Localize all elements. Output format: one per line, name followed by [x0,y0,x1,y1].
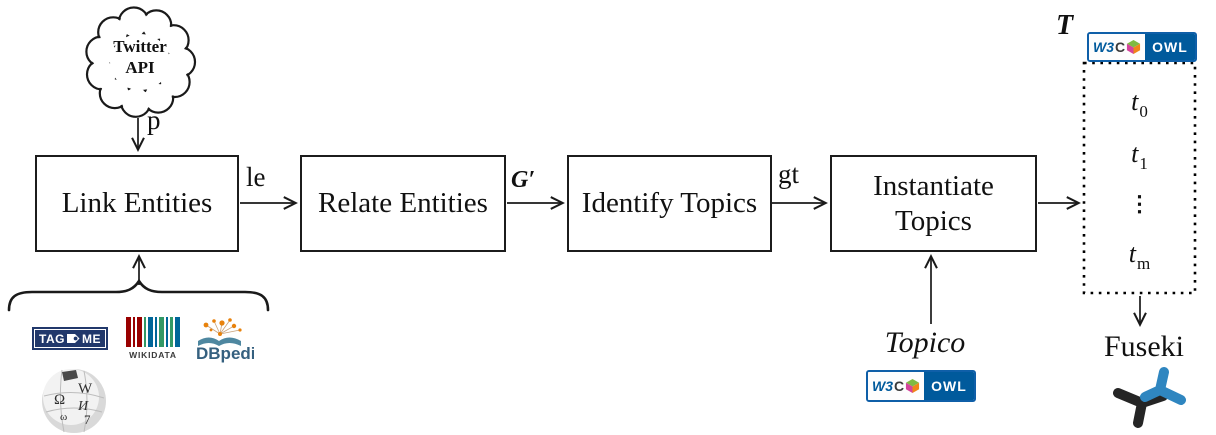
tagme-logo: TAG ME [32,327,108,350]
tag-icon [66,334,80,343]
topico-ontology-label: Topico [884,326,966,359]
owl-cube-icon [1127,39,1141,55]
box-link-entities-label: Link Entities [61,187,213,220]
topic-set-list: t0 t1 ⋮ tm [1084,63,1195,293]
topic-item-ellipsis: ⋮ [1128,191,1151,216]
owl-logo-label: OWL [1145,34,1195,60]
fuseki-logo-icon [1113,367,1186,428]
topic-item-t1: t1 [1131,139,1148,173]
svg-text:Ω: Ω [54,392,65,408]
owl-logo-label: OWL [924,372,974,400]
edge-label-gt: gt [778,159,800,189]
twitter-api-label-line1: Twitter [113,37,167,56]
w3c-logo-w3: W3 [872,378,893,394]
owl-cube-icon [906,378,920,394]
box-identify-topics: Identify Topics [567,155,772,252]
edge-label-p: p [147,105,161,135]
dbpedia-dots-icon [203,318,242,336]
box-instantiate-topics: Instantiate Topics [830,155,1037,252]
dbpedia-label: DBpedia [196,344,254,363]
box-relate-entities-label: Relate Entities [318,187,488,220]
ontology-t-symbol: T [1056,10,1074,41]
wikidata-logo: WIKIDATA [125,317,181,360]
twitter-api-label-line2: API [125,58,155,78]
fuseki-label: Fuseki [1103,330,1184,363]
dbpedia-logo: DBpedia [196,318,254,363]
wikidata-barcode-icon [125,317,181,347]
topic-set-dotted-box [1082,61,1197,295]
topic-item-t0: t0 [1131,87,1148,121]
svg-text:7: 7 [84,412,91,427]
w3c-logo-w3: W3 [1093,39,1114,55]
box-link-entities: Link Entities [35,155,239,252]
wikidata-label: WIKIDATA [129,350,177,360]
box-identify-topics-label: Identify Topics [581,187,758,220]
sources-brace [7,278,270,312]
tagme-text-right: ME [81,331,101,346]
wikipedia-globe-icon: W Ω И 7 ω [42,369,106,433]
edge-label-g-prime: G′ [511,167,536,193]
w3c-logo-c: C [1115,39,1126,55]
tagme-text-left: TAG [39,331,65,346]
dbpedia-book-icon [198,337,241,346]
topic-item-tm: tm [1128,239,1151,273]
w3c-logo-c: C [894,378,905,394]
svg-text:ω: ω [60,411,67,423]
svg-text:W: W [78,381,93,397]
box-instantiate-topics-label: Instantiate Topics [873,170,994,237]
svg-text:И: И [77,399,89,414]
box-relate-entities: Relate Entities [300,155,506,252]
twitter-api-label: Twitter API [96,36,184,79]
edge-label-le: le [246,162,266,192]
